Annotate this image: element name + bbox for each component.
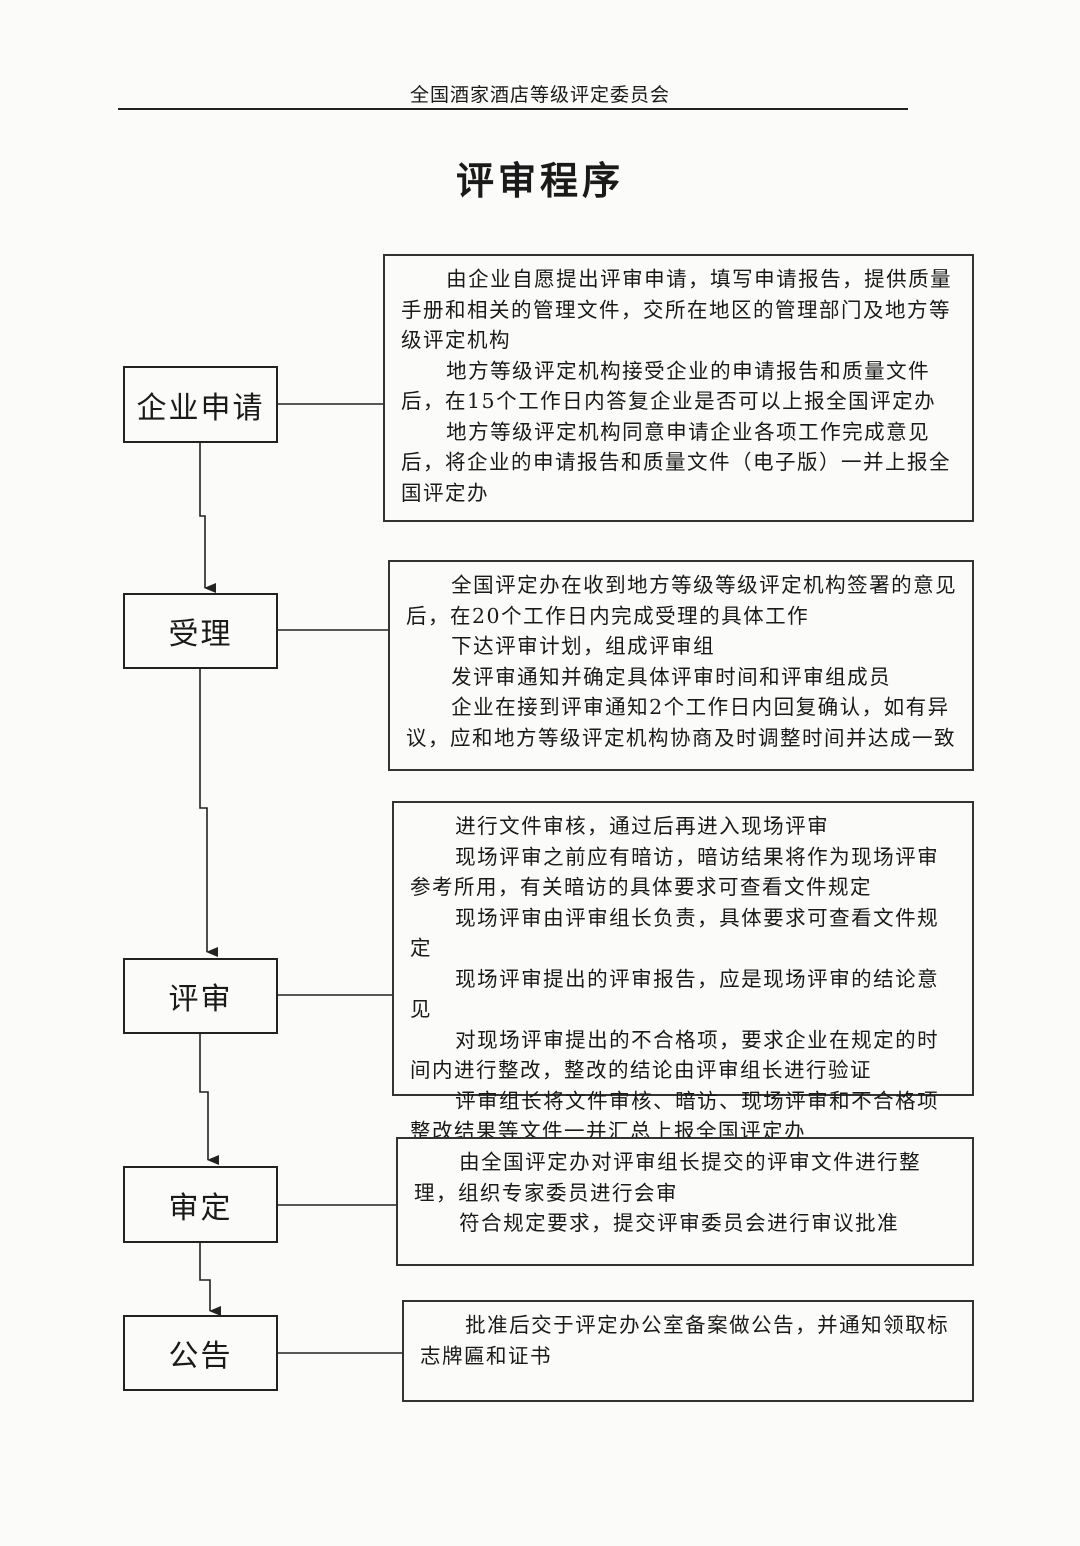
description-paragraph: 由企业自愿提出评审申请，填写申请报告，提供质量手册和相关的管理文件，交所在地区的… [401, 267, 953, 352]
stage-box-announce: 公告 [123, 1315, 278, 1391]
stage-box-apply: 企业申请 [123, 366, 278, 443]
description-paragraph: 地方等级评定机构接受企业的申请报告和质量文件后，在15个工作日内答复企业是否可以… [401, 358, 937, 414]
stage-box-accept: 受理 [123, 593, 278, 669]
description-paragraph: 发评审通知并确定具体评审时间和评审组成员 [451, 664, 892, 689]
description-paragraph: 现场评审提出的评审报告，应是现场评审的结论意见 [410, 966, 940, 1022]
description-paragraph: 对现场评审提出的不合格项，要求企业在规定的时间内进行整改，整改的结论由评审组长进… [410, 1027, 940, 1083]
header-organization: 全国酒家酒店等级评定委员会 [409, 84, 670, 106]
stage-label: 公告 [168, 1339, 233, 1374]
description-paragraph: 由全国评定办对评审组长提交的评审文件进行整理，组织专家委员进行会审 [414, 1150, 922, 1205]
flow-arrow-4 [199, 1243, 221, 1316]
description-paragraph: 现场评审由评审组长负责，具体要求可查看文件规定 [410, 905, 940, 961]
stage-label: 企业申请 [136, 390, 265, 426]
description-paragraph: 进行文件审核，通过后再进入现场评审 [455, 814, 830, 838]
stage-label: 受理 [168, 617, 233, 652]
stage-box-approve: 审定 [123, 1166, 278, 1243]
description-box-approve: 由全国评定办对评审组长提交的评审文件进行整理，组织专家委员进行会审 符合规定要求… [396, 1137, 974, 1266]
description-paragraph: 下达评审计划，组成评审组 [451, 634, 716, 658]
flow-arrow-2 [199, 669, 218, 957]
description-box-review: 进行文件审核，通过后再进入现场评审 现场评审之前应有暗访，暗访结果将作为现场评审… [392, 801, 974, 1143]
header-divider [118, 108, 908, 110]
description-box-accept: 全国评定办在收到地方等级等级评定机构签署的意见后，在20个工作日内完成受理的具体… [388, 560, 974, 771]
description-box-apply: 由企业自愿提出评审申请，填写申请报告，提供质量手册和相关的管理文件，交所在地区的… [383, 254, 974, 522]
description-paragraph: 企业在接到评审通知2个工作日内回复确认，如有异议，应和地方等级评定机构协商及时调… [406, 695, 956, 750]
stage-label: 评审 [168, 982, 233, 1017]
stage-label: 审定 [168, 1190, 233, 1226]
flow-arrow-1 [199, 442, 216, 593]
flow-arrow-3 [199, 1034, 219, 1165]
description-paragraph: 地方等级评定机构同意申请企业各项工作完成意见后，将企业的申请报告和质量文件（电子… [401, 419, 951, 505]
description-paragraph: 全国评定办在收到地方等级等级评定机构签署的意见后，在20个工作日内完成受理的具体… [406, 573, 958, 628]
description-box-announce: 批准后交于评定办公室备案做公告，并通知领取标志牌匾和证书 [402, 1300, 974, 1402]
description-paragraph: 批准后交于评定办公室备案做公告，并通知领取标志牌匾和证书 [420, 1313, 950, 1368]
page-title: 评审程序 [455, 158, 624, 203]
description-paragraph: 符合规定要求，提交评审委员会进行审议批准 [459, 1211, 900, 1235]
description-paragraph: 现场评审之前应有暗访，暗访结果将作为现场评审参考所用，有关暗访的具体要求可查看文… [410, 844, 940, 900]
stage-box-review: 评审 [123, 958, 278, 1034]
